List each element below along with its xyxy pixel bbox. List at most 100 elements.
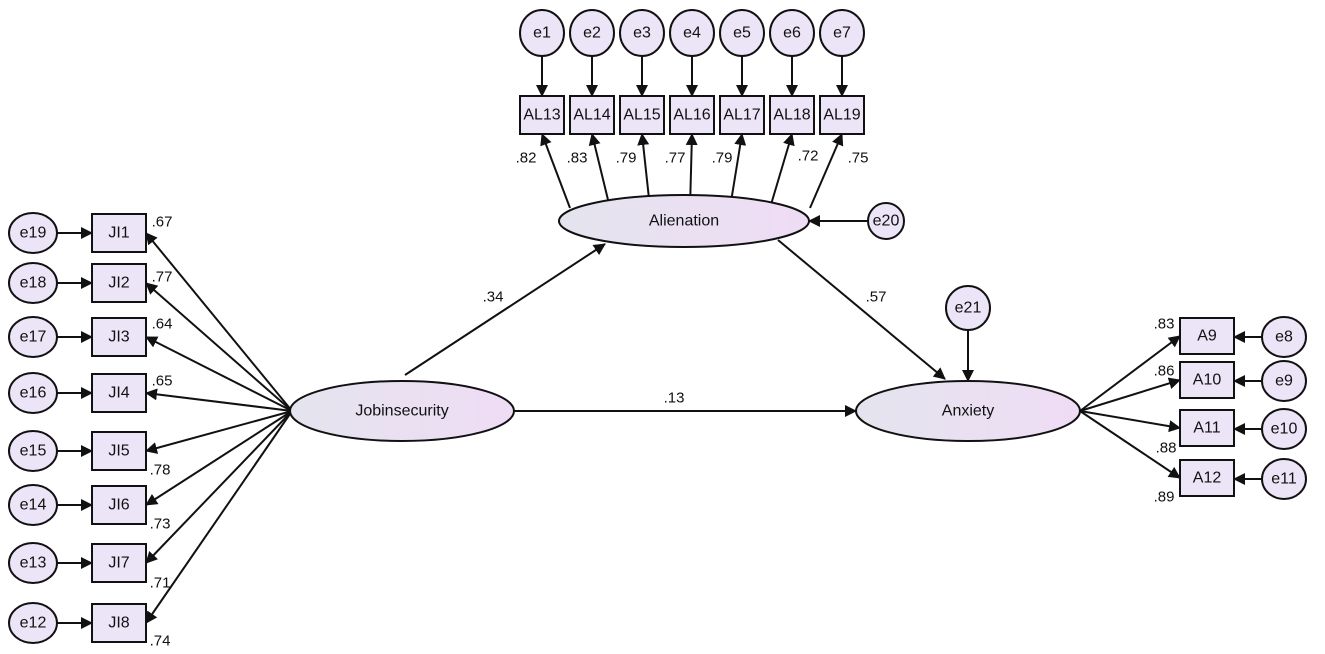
loading-AL14: .83 xyxy=(567,150,588,167)
indicator-JI1 xyxy=(91,213,147,253)
loading-arrow-A10 xyxy=(1079,377,1181,412)
error-e11 xyxy=(1261,458,1307,500)
loading-arrow-JI3 xyxy=(145,336,293,412)
indicator-label-A9: A9 xyxy=(1197,328,1217,345)
indicator-label-AL15: AL15 xyxy=(623,107,660,124)
loading-JI5: .78 xyxy=(150,462,171,479)
indicator-label-AL19: AL19 xyxy=(823,107,860,124)
indicator-A10 xyxy=(1179,361,1235,399)
loading-JI4: .65 xyxy=(152,373,173,390)
error-label-e16: e16 xyxy=(20,385,47,402)
latent-alienation xyxy=(558,194,810,248)
error-e9 xyxy=(1261,360,1307,402)
loading-JI7: .71 xyxy=(150,575,171,592)
loading-arrow-A9 xyxy=(1079,335,1181,412)
indicator-label-AL14: AL14 xyxy=(573,107,610,124)
error-label-e13: e13 xyxy=(20,555,47,572)
loading-arrow-JI5 xyxy=(145,410,293,454)
loading-AL13: .82 xyxy=(516,150,537,167)
indicator-AL18 xyxy=(769,95,815,135)
loading-arrow-JI1 xyxy=(145,232,293,412)
indicator-JI2 xyxy=(91,263,147,303)
indicator-A11 xyxy=(1179,409,1235,447)
loading-AL18: .72 xyxy=(798,148,819,165)
indicator-AL19 xyxy=(819,95,865,135)
error-label-e4: e4 xyxy=(683,25,701,42)
indicator-JI6 xyxy=(91,485,147,525)
loading-A12: .89 xyxy=(1154,489,1175,506)
indicator-JI3 xyxy=(91,317,147,357)
error-e17 xyxy=(8,316,58,358)
latent-anxiety xyxy=(855,380,1081,442)
error-e2 xyxy=(569,9,615,57)
indicator-label-JI2: JI2 xyxy=(108,275,129,292)
indicator-AL17 xyxy=(719,95,765,135)
disturbance-label-e21: e21 xyxy=(955,300,982,317)
loading-arrow-AL17 xyxy=(729,133,747,209)
disturbance-e21 xyxy=(945,285,991,331)
loading-JI1: .67 xyxy=(152,214,173,231)
loading-arrow-JI7 xyxy=(145,410,293,564)
path-coef-alienation-anxiety: .57 xyxy=(866,289,887,306)
error-label-e15: e15 xyxy=(20,443,47,460)
error-label-e7: e7 xyxy=(833,25,851,42)
loading-arrow-A11 xyxy=(1079,410,1181,433)
indicator-label-AL17: AL17 xyxy=(723,107,760,124)
error-e5 xyxy=(719,9,765,57)
error-e8 xyxy=(1261,316,1307,358)
error-e13 xyxy=(8,542,58,584)
loading-arrow-AL19 xyxy=(809,133,844,209)
indicator-AL15 xyxy=(619,95,665,135)
indicator-label-AL13: AL13 xyxy=(523,107,560,124)
indicator-label-JI8: JI8 xyxy=(108,615,129,632)
path-coef-jobinsecurity-anxiety: .13 xyxy=(664,390,685,407)
error-e3 xyxy=(619,9,665,57)
loading-AL15: .79 xyxy=(616,150,637,167)
error-e14 xyxy=(8,484,58,526)
loading-A10: .86 xyxy=(1154,363,1175,380)
loading-JI8: .74 xyxy=(150,633,171,650)
indicator-AL13 xyxy=(519,95,565,135)
error-label-e14: e14 xyxy=(20,497,47,514)
loading-AL17: .79 xyxy=(712,150,733,167)
error-label-e11: e11 xyxy=(1271,471,1297,488)
indicator-label-JI5: JI5 xyxy=(108,443,129,460)
error-e16 xyxy=(8,372,58,414)
error-e7 xyxy=(819,9,865,57)
indicator-label-A12: A12 xyxy=(1193,470,1222,487)
loading-AL16: .77 xyxy=(665,150,686,167)
error-label-e8: e8 xyxy=(1275,329,1293,346)
error-label-e2: e2 xyxy=(583,25,601,42)
latent-label-alienation: Alienation xyxy=(649,213,719,230)
path-coef-jobinsecurity-alienation: .34 xyxy=(483,289,504,306)
indicator-JI5 xyxy=(91,431,147,471)
loading-arrow-JI2 xyxy=(145,282,293,412)
error-label-e6: e6 xyxy=(783,25,801,42)
indicator-label-JI6: JI6 xyxy=(108,497,129,514)
indicator-A12 xyxy=(1179,459,1235,497)
path-arrow-alienation-anxiety xyxy=(777,239,946,380)
indicator-label-JI1: JI1 xyxy=(108,225,129,242)
error-label-e1: e1 xyxy=(533,25,551,42)
error-label-e3: e3 xyxy=(633,25,651,42)
indicator-label-JI4: JI4 xyxy=(108,385,129,402)
loading-arrow-A12 xyxy=(1079,410,1181,479)
loading-A11: .88 xyxy=(1156,440,1177,457)
error-label-e12: e12 xyxy=(20,615,47,632)
indicator-label-A11: A11 xyxy=(1193,420,1220,437)
loading-arrow-AL13 xyxy=(540,133,571,209)
indicator-JI8 xyxy=(91,603,147,643)
loading-arrow-JI8 xyxy=(145,410,293,624)
latent-label-jobinsecurity: Jobinsecurity xyxy=(355,403,448,420)
loading-arrow-AL18 xyxy=(769,133,795,209)
indicator-A9 xyxy=(1179,317,1235,355)
indicator-label-JI3: JI3 xyxy=(108,329,129,346)
error-label-e17: e17 xyxy=(20,329,47,346)
error-label-e9: e9 xyxy=(1275,373,1293,390)
error-e10 xyxy=(1261,408,1307,450)
indicator-AL16 xyxy=(669,95,715,135)
error-e19 xyxy=(8,212,58,254)
error-e15 xyxy=(8,430,58,472)
disturbance-label-e20: e20 xyxy=(873,213,900,230)
loading-JI6: .73 xyxy=(150,516,171,533)
